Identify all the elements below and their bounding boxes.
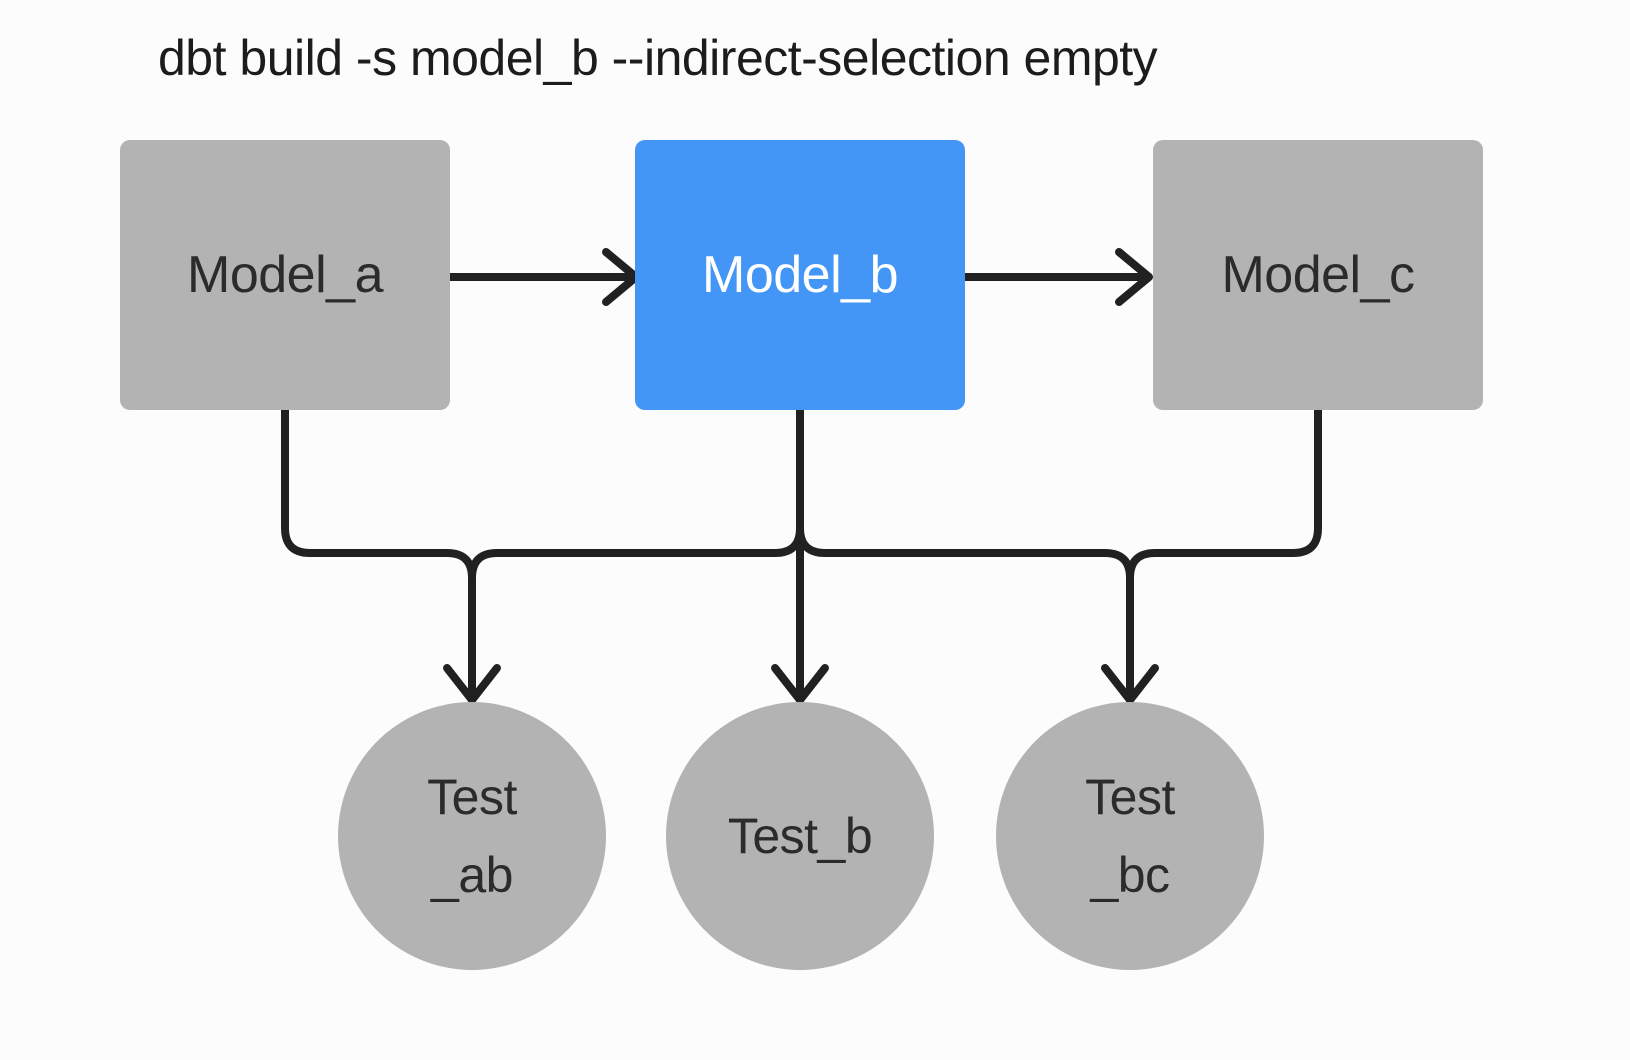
- node-test-ab: Test _ab: [338, 702, 606, 970]
- edge-model-a-to-test-ab: [281, 406, 476, 701]
- node-model-b: Model_b: [635, 140, 965, 410]
- arrowhead-test-bc: [1101, 664, 1159, 704]
- arrowhead-test-ab: [443, 664, 501, 704]
- node-model-b-label: Model_b: [702, 246, 898, 304]
- node-model-c-label: Model_c: [1221, 246, 1415, 304]
- edge-bus-left: [468, 524, 804, 582]
- node-test-bc-label-line2: _bc: [1090, 847, 1170, 903]
- edge-model-c-to-test-bc: [1126, 406, 1322, 701]
- diagram-title: dbt build -s model_b --indirect-selectio…: [158, 30, 1158, 86]
- node-test-ab-label-line1: Test: [427, 769, 517, 825]
- node-model-a: Model_a: [120, 140, 450, 410]
- node-test-ab-label-line2: _ab: [431, 847, 513, 903]
- node-model-a-label: Model_a: [187, 246, 383, 304]
- edge-bus-right: [796, 524, 1134, 582]
- node-test-bc: Test _bc: [996, 702, 1264, 970]
- node-test-bc-label-line1: Test: [1085, 769, 1175, 825]
- node-model-c: Model_c: [1153, 140, 1483, 410]
- arrowhead-test-b: [771, 664, 829, 704]
- node-test-b-label: Test_b: [727, 808, 873, 864]
- node-test-b: Test_b: [666, 702, 934, 970]
- arrowhead-model-c: [1115, 248, 1153, 306]
